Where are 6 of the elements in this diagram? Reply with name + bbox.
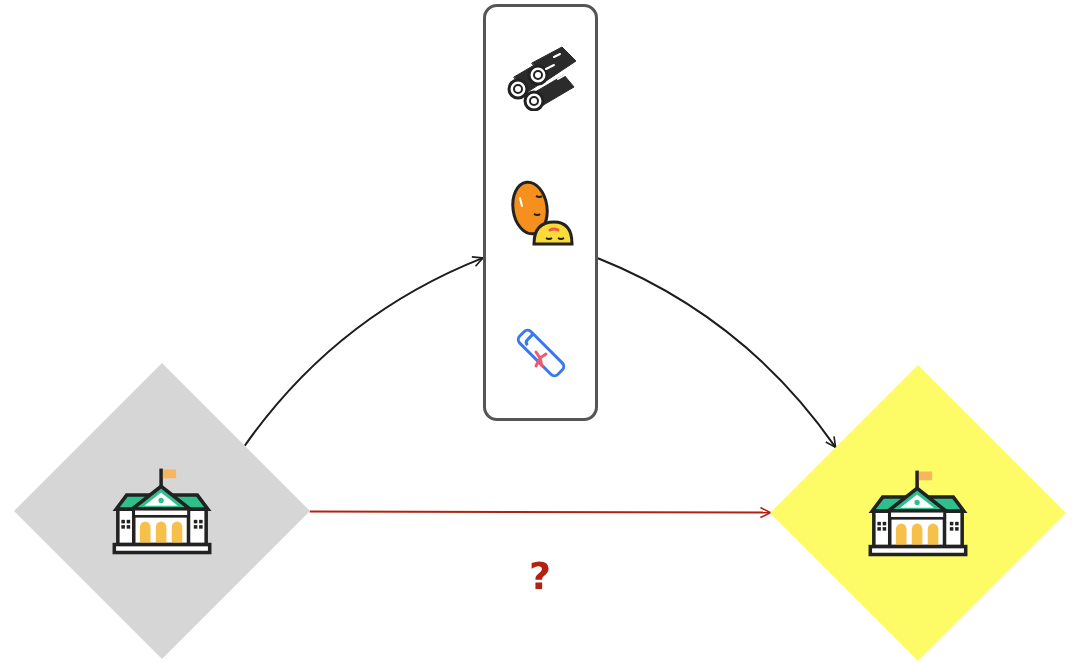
diamond-shape (14, 363, 310, 659)
diamond-shape (770, 365, 1066, 661)
arrow (308, 506, 772, 519)
arrow (243, 256, 484, 447)
rounded-box (483, 4, 598, 421)
arrow (597, 257, 837, 449)
